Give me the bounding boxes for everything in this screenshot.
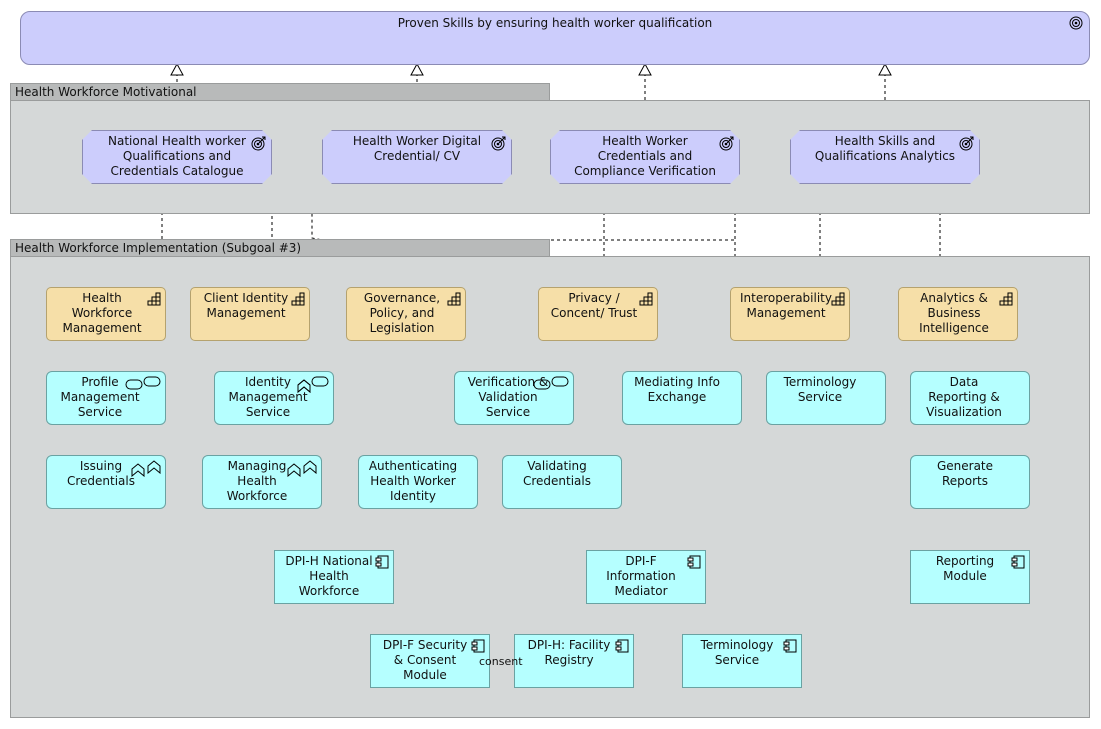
capability-icon — [147, 292, 161, 306]
function-icon — [131, 463, 145, 477]
function-validating-credentials[interactable]: Validating Credentials — [502, 455, 622, 509]
capability-privacy-consent-trust[interactable]: Privacy / Concent/ Trust — [538, 287, 658, 341]
cap3-to-outcome3-line — [311, 184, 539, 287]
component-dpi-f-security-consent[interactable]: DPI-F Security & Consent Module — [370, 634, 490, 688]
service-icon — [125, 379, 143, 390]
component-icon — [471, 639, 485, 653]
function-icon — [297, 379, 311, 393]
realization-arrowhead — [170, 62, 184, 76]
component-dpi-f-information-mediator[interactable]: DPI-F Information Mediator — [586, 550, 706, 604]
service-icon — [551, 376, 569, 387]
function-mediating-info-exchange[interactable]: Mediating Info Exchange — [622, 371, 742, 425]
function-issuing-credentials[interactable]: Issuing Credentials — [46, 455, 166, 509]
outcome-target-icon — [491, 135, 507, 151]
function-label: Validating Credentials — [522, 459, 591, 488]
outcome-target-icon — [719, 135, 735, 151]
outcome-skills-analytics[interactable]: Health Skills and Qualifications Analyti… — [790, 130, 980, 184]
capability-icon — [291, 292, 305, 306]
capability-governance-policy[interactable]: Governance, Policy, and Legislation — [346, 287, 466, 341]
outcome-target-icon — [959, 135, 975, 151]
goal-target-icon — [1069, 16, 1083, 30]
component-terminology-service[interactable]: Terminology Service — [682, 634, 802, 688]
function-label: Issuing Credentials — [53, 459, 149, 489]
service-label: Verification & Validation Service — [461, 375, 555, 420]
service-data-reporting[interactable]: Data Reporting & Visualization — [910, 371, 1030, 425]
service-label: Terminology Service — [783, 375, 857, 404]
function-icon — [297, 379, 311, 393]
capability-analytics-bi[interactable]: Analytics & Business Intelligence — [898, 287, 1018, 341]
capability-label: Health Workforce Management — [62, 291, 142, 335]
capability-icon — [447, 292, 461, 306]
function-icon — [287, 463, 301, 477]
component-icon — [615, 639, 629, 653]
component-label: DPI-H: Facility Registry — [527, 638, 611, 667]
outcome-digital-credential[interactable]: Health Worker Digital Credential/ CV — [322, 130, 512, 184]
outcome-national-catalogue[interactable]: National Health worker Qualifications an… — [82, 130, 272, 184]
component-dpi-h-national-health-workforce[interactable]: DPI-H National Health Workforce — [274, 550, 394, 604]
function-label: Authenticating Health Worker Identity — [368, 459, 458, 503]
service-profile-management[interactable]: Profile Management Service — [46, 371, 166, 425]
realization-arrowhead — [638, 62, 652, 76]
motivational-group-title: Health Workforce Motivational — [10, 83, 550, 101]
component-icon — [1011, 555, 1025, 569]
service-icon — [311, 376, 329, 387]
function-authenticating-identity[interactable]: Authenticating Health Worker Identity — [358, 455, 478, 509]
outcome-target-icon — [251, 135, 267, 151]
capability-client-identity-management[interactable]: Client Identity Management — [190, 287, 310, 341]
component-label: DPI-H National Health Workforce — [285, 554, 373, 598]
capability-label: Client Identity Management — [203, 291, 289, 320]
service-icon — [533, 379, 551, 390]
capability-label: Interoperability Management — [740, 291, 832, 320]
capability-interoperability-management[interactable]: Interoperability Management — [730, 287, 850, 341]
function-icon — [303, 460, 317, 474]
service-label: Mediating Info Exchange — [634, 375, 720, 404]
component-icon — [783, 639, 797, 653]
cap2-to-outcome1-line — [271, 196, 307, 287]
component-icon — [687, 555, 701, 569]
outcome-credentials-verification[interactable]: Health Worker Credentials and Compliance… — [550, 130, 740, 184]
outcome-label: Health Skills and Qualifications Analyti… — [814, 134, 956, 163]
service-icon — [143, 376, 161, 387]
function-icon — [147, 460, 161, 474]
function-label: Managing Health Workforce — [209, 459, 305, 504]
component-label: Reporting Module — [935, 554, 995, 583]
component-label: Terminology Service — [700, 638, 774, 667]
component-label: DPI-F Information Mediator — [606, 554, 676, 598]
realization-arrowhead — [878, 62, 892, 76]
goal-label: Proven Skills by ensuring health worker … — [397, 16, 713, 30]
component-dpi-h-facility-registry[interactable]: DPI-H: Facility Registry — [514, 634, 634, 688]
implementation-group-title: Health Workforce Implementation (Subgoal… — [10, 239, 550, 257]
service-label: Identity Management Service — [221, 375, 315, 420]
outcome-label: Health Worker Credentials and Compliance… — [574, 134, 716, 178]
capability-health-workforce-management[interactable]: Health Workforce Management — [46, 287, 166, 341]
function-label: Generate Reports — [936, 459, 994, 488]
goal-proven-skills[interactable]: Proven Skills by ensuring health worker … — [20, 11, 1090, 65]
service-verification-validation[interactable]: Verification & Validation Service — [454, 371, 574, 425]
service-terminology[interactable]: Terminology Service — [766, 371, 886, 425]
capability-icon — [639, 292, 653, 306]
function-generate-reports[interactable]: Generate Reports — [910, 455, 1030, 509]
outcome-label: National Health worker Qualifications an… — [108, 134, 246, 178]
service-label: Profile Management Service — [53, 375, 147, 420]
component-icon — [375, 555, 389, 569]
component-reporting-module[interactable]: Reporting Module — [910, 550, 1030, 604]
capability-icon — [831, 292, 845, 306]
service-identity-management[interactable]: Identity Management Service — [214, 371, 334, 425]
capability-label: Governance, Policy, and Legislation — [363, 291, 441, 335]
capability-label: Privacy / Concent/ Trust — [550, 291, 638, 320]
capability-label: Analytics & Business Intelligence — [919, 291, 989, 335]
component-label: DPI-F Security & Consent Module — [382, 638, 468, 682]
outcome-label: Health Worker Digital Credential/ CV — [352, 134, 482, 163]
function-managing-health-workforce[interactable]: Managing Health Workforce — [202, 455, 322, 509]
realization-arrowhead — [410, 62, 424, 76]
capability-icon — [999, 292, 1013, 306]
consent-edge-label: consent — [479, 655, 523, 668]
service-label: Data Reporting & Visualization — [926, 375, 1002, 419]
